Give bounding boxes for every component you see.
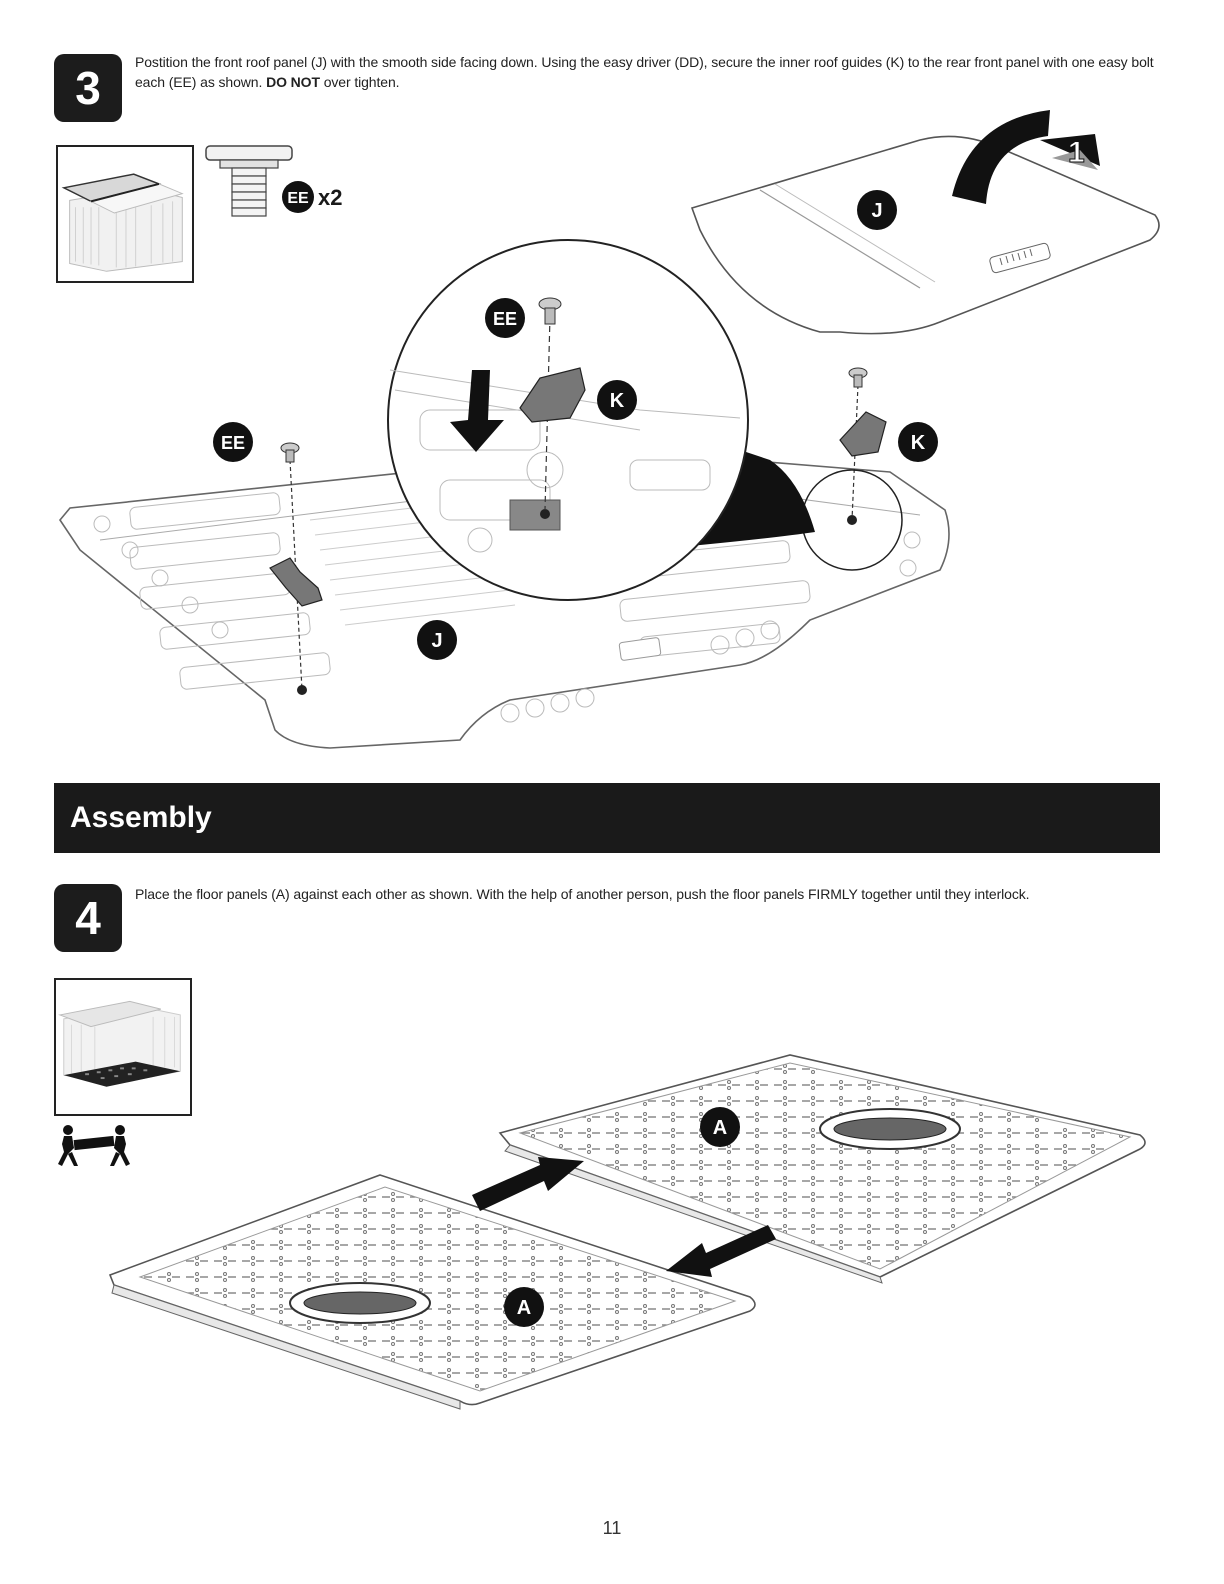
callout-j-top: J [871, 200, 882, 222]
detail-zoom-circle: EE K [387, 239, 749, 601]
callout-j-bottom: J [431, 630, 442, 652]
step-3-thumbnail [56, 145, 194, 283]
callout-ee-hardware: EE [282, 181, 314, 213]
rotation-step-label: 1 [1068, 136, 1085, 169]
step-3-text-b: over tighten. [319, 74, 400, 90]
callout-a-left: A [517, 1297, 531, 1319]
callout-rotation-step: 1 [1068, 136, 1086, 170]
rotation-arrow-icon [952, 110, 1050, 204]
step-4-badge: 4 [54, 884, 122, 952]
step-4-illustration: A A [108, 1054, 1146, 1410]
callout-k-right: K [911, 432, 926, 454]
step-3-instructions: Postition the front roof panel (J) with … [135, 52, 1165, 92]
callout-a-right: A [713, 1117, 727, 1139]
down-arrow-icon [450, 370, 504, 452]
page-number: 11 [602, 1518, 622, 1538]
step-4-thumbnail [54, 978, 192, 1116]
step-4-instructions: Place the floor panels (A) against each … [135, 886, 1030, 902]
push-arrow-up-right-icon [472, 1157, 584, 1211]
left-bolt-ee [280, 442, 300, 463]
floor-panel-a-right: A [498, 1054, 1146, 1284]
assembly-section-header: Assembly [54, 783, 1160, 853]
callout-k-detail: K [610, 390, 625, 412]
callout-ee-left: EE [221, 433, 245, 453]
step-3-number: 3 [75, 62, 101, 114]
roof-panel-j-topside [690, 135, 1160, 335]
section-title: Assembly [70, 801, 212, 834]
step-3-text-a: Postition the front roof panel (J) with … [135, 54, 1154, 90]
easy-bolt-hardware-icon [205, 145, 293, 217]
floor-panel-a-left: A [108, 1174, 756, 1410]
step-3-warning: DO NOT [266, 74, 320, 90]
shed-floor-thumbnail-icon [58, 1000, 181, 1087]
callout-ee-detail: EE [493, 309, 517, 329]
right-roof-guide-k [839, 411, 887, 457]
step-3-illustration: 1 J [59, 110, 1160, 749]
shed-roof-thumbnail-icon [61, 173, 184, 272]
two-person-lift-icon [58, 1125, 130, 1166]
push-arrow-down-left-icon [666, 1225, 776, 1277]
step-3-badge: 3 [54, 54, 122, 122]
left-roof-guide-k [269, 557, 323, 607]
detail-roof-guide-k [519, 367, 586, 423]
callout-ee-label: EE [287, 190, 309, 207]
hardware-quantity: x2 [318, 185, 343, 210]
step-4-number: 4 [75, 892, 101, 944]
